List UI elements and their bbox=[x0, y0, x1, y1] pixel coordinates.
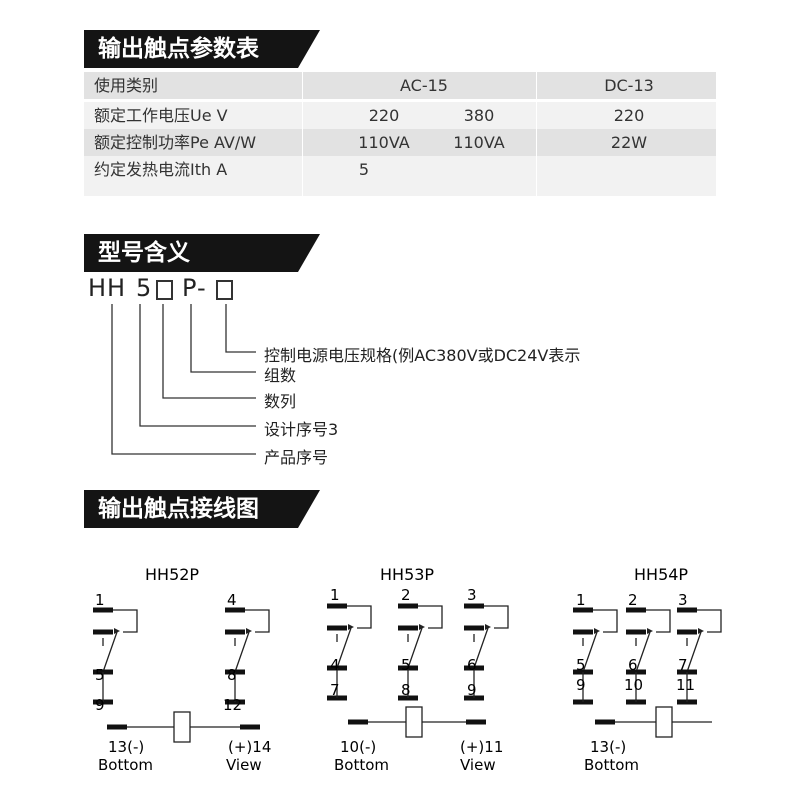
group-count-label: 组数 bbox=[264, 366, 297, 385]
model-design-no: 5 bbox=[136, 274, 153, 302]
pin-label: 5 bbox=[576, 656, 586, 674]
pin-label: 6 bbox=[467, 656, 477, 674]
model-meaning-title: 型号含义 bbox=[84, 234, 320, 272]
bottom-label: Bottom bbox=[334, 756, 389, 774]
table-row: 额定控制功率Pe AV/W 110VA 110VA 22W bbox=[84, 129, 716, 156]
model-prefix: HH bbox=[88, 274, 127, 302]
pin-label: 7 bbox=[330, 681, 340, 699]
cell-ac220: 220 bbox=[368, 106, 400, 125]
ac-category: AC-15 bbox=[400, 76, 448, 95]
pin-label: 2 bbox=[401, 586, 411, 604]
pin-label: 1 bbox=[576, 591, 586, 609]
model-voltage-box bbox=[216, 278, 233, 306]
row-label: 约定发热电流Ith A bbox=[94, 160, 228, 179]
cell-ac220: 5 bbox=[358, 160, 370, 179]
view-label: View bbox=[226, 756, 262, 774]
pin-label: 3 bbox=[678, 591, 688, 609]
coil bbox=[595, 706, 712, 738]
wiring-diagram-title: 输出触点接线图 bbox=[84, 490, 320, 528]
pin-label: 7 bbox=[678, 656, 688, 674]
row-label: 使用类别 bbox=[94, 76, 159, 95]
series-label: 数列 bbox=[264, 392, 297, 411]
cell-dc: 220 bbox=[613, 106, 645, 125]
table-row: 额定工作电压Ue V 220 380 220 bbox=[84, 102, 716, 129]
diagram-title: HH53P bbox=[380, 565, 434, 584]
output-contact-params-title: 输出触点参数表 bbox=[84, 30, 320, 68]
pin-label: 6 bbox=[628, 656, 638, 674]
cell-ac380: 380 bbox=[463, 106, 495, 125]
pin-label: 5 bbox=[95, 666, 105, 684]
diagram-title: HH52P bbox=[145, 565, 199, 584]
design-number-label: 设计序号3 bbox=[264, 420, 339, 439]
contact-group bbox=[93, 610, 137, 702]
coil-terminal-left: 13(-) bbox=[590, 738, 626, 756]
dc-category: DC-13 bbox=[604, 76, 654, 95]
table-row: 使用类别 AC-15 DC-13 bbox=[84, 72, 716, 99]
coil bbox=[107, 711, 260, 743]
pin-label: 9 bbox=[576, 676, 586, 694]
pin-label: 1 bbox=[95, 591, 105, 609]
pin-label: 4 bbox=[227, 591, 237, 609]
pin-label: 10 bbox=[624, 676, 643, 694]
diagram-title: HH54P bbox=[634, 565, 688, 584]
cell-ac380: 110VA bbox=[453, 133, 505, 152]
coil-terminal-left: 13(-) bbox=[108, 738, 144, 756]
pin-label: 9 bbox=[467, 681, 477, 699]
bottom-label: Bottom bbox=[98, 756, 153, 774]
cell-dc: 22W bbox=[610, 133, 648, 152]
column-divider bbox=[302, 72, 303, 196]
pin-label: 8 bbox=[227, 666, 237, 684]
pin-label: 3 bbox=[467, 586, 477, 604]
coil-terminal-left: 10(-) bbox=[340, 738, 376, 756]
product-number-label: 产品序号 bbox=[264, 448, 329, 467]
model-group-suffix: P- bbox=[182, 274, 207, 302]
row-label: 额定控制功率Pe AV/W bbox=[94, 133, 257, 152]
table-row: 约定发热电流Ith A 5 bbox=[84, 156, 716, 196]
cell-ac220: 110VA bbox=[358, 133, 410, 152]
pin-label: 2 bbox=[628, 591, 638, 609]
column-divider bbox=[536, 72, 537, 196]
pin-label: 9 bbox=[95, 696, 105, 714]
voltage-spec-label: 控制电源电压规格(例AC380V或DC24V表示 bbox=[264, 346, 581, 365]
bottom-label: Bottom bbox=[584, 756, 639, 774]
coil bbox=[348, 706, 486, 738]
pin-label: 5 bbox=[401, 656, 411, 674]
coil-terminal-right: (+)14 bbox=[228, 738, 271, 756]
contact-group bbox=[225, 610, 269, 702]
pin-label: 8 bbox=[401, 681, 411, 699]
pin-label: 12 bbox=[223, 696, 242, 714]
pin-label: 1 bbox=[330, 586, 340, 604]
view-label: View bbox=[460, 756, 496, 774]
row-label: 额定工作电压Ue V bbox=[94, 106, 228, 125]
model-series-box bbox=[156, 278, 173, 306]
coil-terminal-right: (+)11 bbox=[460, 738, 503, 756]
pin-label: 11 bbox=[676, 676, 695, 694]
pin-label: 4 bbox=[330, 656, 340, 674]
